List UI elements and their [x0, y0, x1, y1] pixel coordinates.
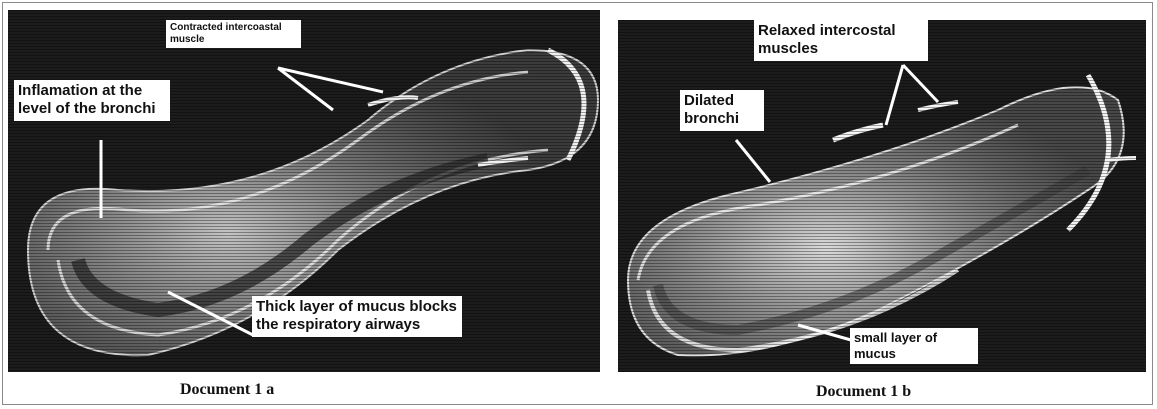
label-inflamation: Inflamation at the level of the bronchi	[14, 80, 170, 121]
caption-document-1a: Document 1 a	[180, 381, 274, 399]
label-contracted-muscle: Contracted intercoastal muscle	[166, 20, 301, 48]
panel-b-image: Relaxed intercostal muscles Dilated bron…	[618, 20, 1146, 372]
panel-b-bronchus-illustration	[618, 20, 1146, 372]
caption-document-1b: Document 1 b	[816, 383, 911, 401]
label-thick-mucus: Thick layer of mucus blocks the respirat…	[252, 296, 462, 337]
label-dilated-bronchi: Dilated bronchi	[680, 90, 764, 131]
panel-a-image: Contracted intercoastal muscle Inflamati…	[8, 10, 600, 372]
label-small-mucus: small layer of mucus	[850, 328, 978, 364]
label-relaxed-muscles: Relaxed intercostal muscles	[754, 20, 928, 61]
